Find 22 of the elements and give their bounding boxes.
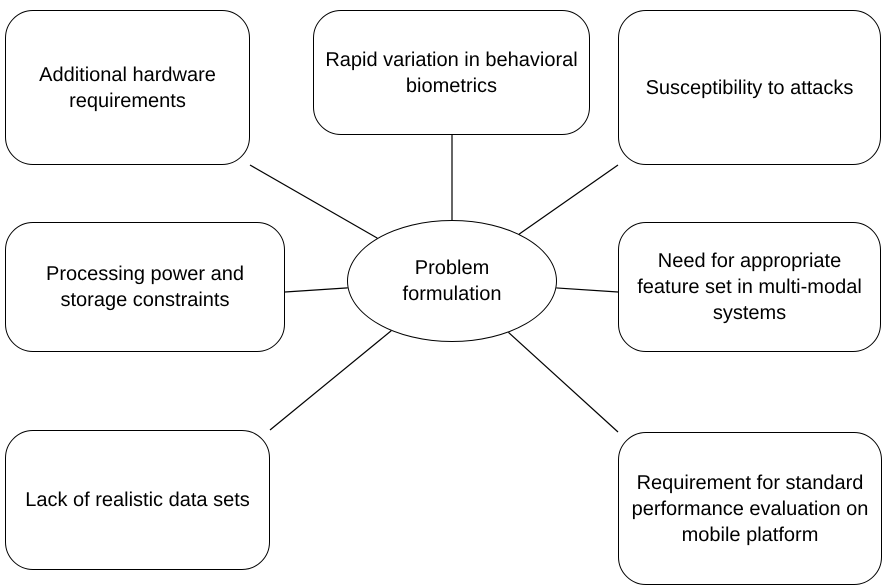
node-label: Need for appropriate feature set in multi-modal systems <box>636 249 863 326</box>
node-label: Lack of realistic data sets <box>25 488 250 513</box>
node-label: Additional hardware requirements <box>38 62 217 114</box>
node-label: Requirement for standard performance evaluation on mobile platform <box>630 470 870 548</box>
rounded-box <box>5 222 285 352</box>
connector-line <box>556 287 618 293</box>
rounded-box <box>5 10 250 165</box>
rounded-box <box>618 432 882 585</box>
connector-line <box>250 164 378 239</box>
rounded-box <box>618 10 881 165</box>
node-label: Problem formulation <box>402 256 502 307</box>
node-label: Processing power and storage constraints <box>45 262 245 313</box>
rounded-box <box>618 222 881 352</box>
connector-line <box>518 164 618 235</box>
connector-line <box>284 287 348 293</box>
connector-line <box>451 135 453 220</box>
node-label: Susceptibility to attacks <box>646 76 854 100</box>
rounded-box <box>5 430 270 570</box>
connector-line <box>508 332 618 432</box>
rounded-box <box>313 10 590 135</box>
node-label: Rapid variation in behavioral biometrics <box>324 48 579 98</box>
connector-line <box>270 330 392 430</box>
